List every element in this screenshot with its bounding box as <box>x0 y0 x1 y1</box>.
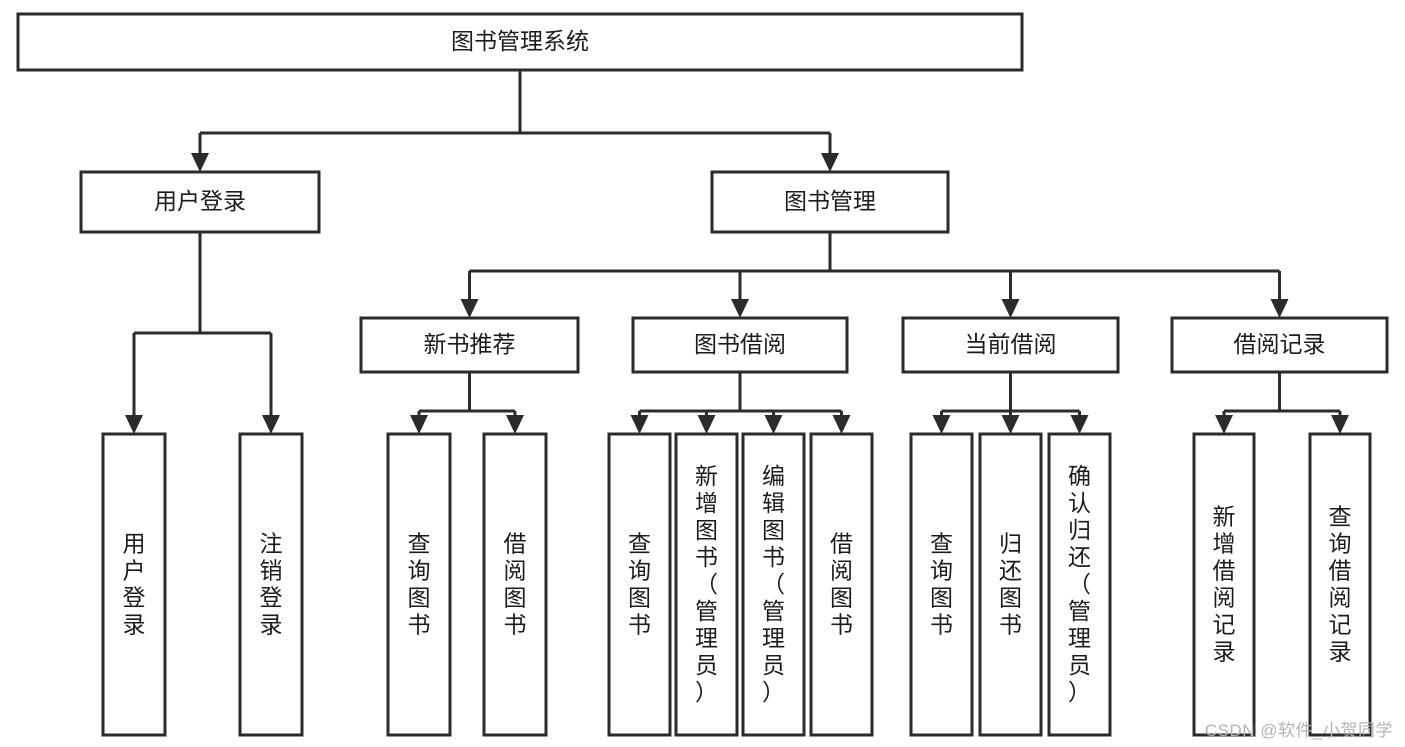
node-leaf[interactable]: 编辑图书（管理员） <box>741 432 806 737</box>
node-level3[interactable]: 借阅记录 <box>1170 316 1389 374</box>
watermark-text: CSDN @软件_小贺同学 <box>1204 721 1393 740</box>
arrow-head <box>460 299 479 318</box>
arrow-head <box>630 415 649 434</box>
node-label: 查询图书 <box>628 531 651 638</box>
node-root[interactable]: 图书管理系统 <box>16 12 1024 72</box>
node-leaf[interactable]: 查询图书 <box>607 432 672 737</box>
arrow-head <box>1215 415 1233 434</box>
node-level2[interactable]: 图书管理 <box>710 170 950 234</box>
node-level3[interactable]: 图书借阅 <box>631 316 849 374</box>
node-label: 当前借阅 <box>965 331 1057 357</box>
node-leaf[interactable]: 注销登录 <box>238 432 304 737</box>
arrow-head <box>1331 415 1349 434</box>
node-level3[interactable]: 新书推荐 <box>359 316 580 374</box>
connector-layer <box>125 70 1349 434</box>
node-leaf[interactable]: 新增图书（管理员） <box>674 432 739 737</box>
node-label: 借阅图书 <box>504 531 527 638</box>
node-label: 编辑图书（管理员） <box>762 463 785 705</box>
node-level2[interactable]: 用户登录 <box>79 170 321 234</box>
node-label: 新增借阅记录 <box>1213 504 1236 665</box>
arrow-head <box>764 415 783 434</box>
node-label: 查询图书 <box>408 531 431 638</box>
node-label: 查询借阅记录 <box>1329 504 1352 665</box>
node-label: 新书推荐 <box>424 331 516 357</box>
arrow-head <box>731 299 749 318</box>
arrow-head <box>125 415 143 434</box>
arrow-head <box>1001 415 1020 434</box>
arrow-head <box>506 415 524 434</box>
node-label: 用户登录 <box>123 531 146 638</box>
node-label: 查询图书 <box>930 531 953 638</box>
node-label: 确认归还（管理员） <box>1068 463 1091 705</box>
node-label: 借阅记录 <box>1234 331 1326 357</box>
node-leaf[interactable]: 归还图书 <box>978 432 1043 737</box>
arrow-head <box>410 415 428 434</box>
node-leaf[interactable]: 用户登录 <box>101 432 167 737</box>
node-leaf[interactable]: 查询借阅记录 <box>1308 432 1372 737</box>
arrow-head <box>1270 299 1289 318</box>
node-level3[interactable]: 当前借阅 <box>901 316 1120 374</box>
arrow-head <box>1070 415 1089 434</box>
node-label: 图书借阅 <box>694 331 786 357</box>
node-leaf[interactable]: 借阅图书 <box>809 432 874 737</box>
node-label: 图书管理系统 <box>451 28 589 54</box>
node-leaf[interactable]: 查询图书 <box>386 432 452 737</box>
node-label: 借阅图书 <box>830 531 853 638</box>
arrow-head <box>832 415 851 434</box>
arrow-head <box>821 153 839 172</box>
arrow-head <box>191 153 209 172</box>
arrow-head <box>262 415 280 434</box>
node-label: 归还图书 <box>999 531 1022 638</box>
node-label: 用户登录 <box>154 188 246 214</box>
arrow-head <box>697 415 716 434</box>
arrow-head <box>1001 299 1020 318</box>
node-label: 新增图书（管理员） <box>695 463 718 705</box>
node-leaf[interactable]: 查询图书 <box>909 432 974 737</box>
node-layer: 图书管理系统用户登录图书管理新书推荐图书借阅当前借阅借阅记录用户登录注销登录查询… <box>16 12 1389 737</box>
arrow-head <box>932 415 951 434</box>
node-leaf[interactable]: 新增借阅记录 <box>1192 432 1256 737</box>
node-leaf[interactable]: 确认归还（管理员） <box>1047 432 1112 737</box>
node-leaf[interactable]: 借阅图书 <box>482 432 548 737</box>
node-label: 图书管理 <box>784 188 876 214</box>
node-label: 注销登录 <box>260 531 283 638</box>
